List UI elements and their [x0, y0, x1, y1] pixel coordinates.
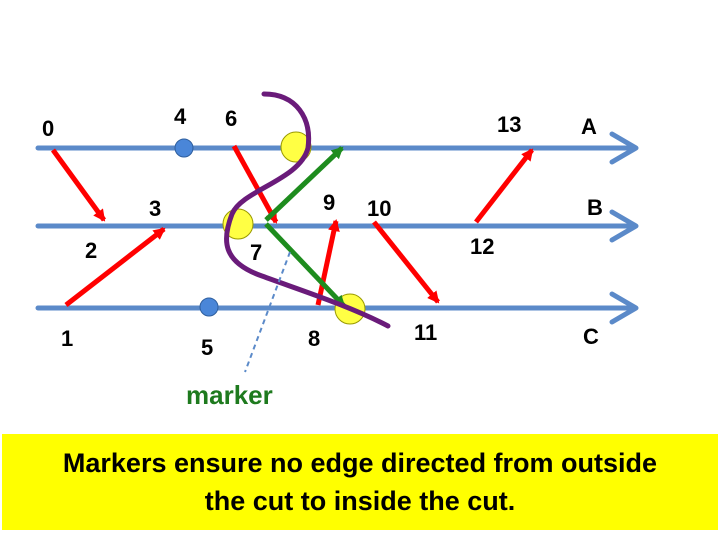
event-label-1: 1: [61, 326, 73, 351]
process-label-b: B: [587, 195, 603, 220]
event-label-8: 8: [308, 326, 320, 351]
event-label-5: 5: [201, 335, 213, 360]
event-label-3: 3: [149, 196, 161, 221]
caption-line-2: the cut to inside the cut.: [204, 486, 516, 516]
event-label-12: 12: [470, 234, 494, 259]
event-label-13: 13: [497, 112, 521, 137]
event-label-4: 4: [174, 104, 187, 129]
message-8-to-9: [315, 219, 340, 306]
marker-pointer: [244, 251, 291, 373]
message-0-to-2: [50, 148, 107, 222]
marker-message-b-to-a: [264, 146, 344, 222]
event-label-6: 6: [225, 106, 237, 131]
caption-box: Markers ensure no edge directed from out…: [2, 434, 718, 530]
event-label-11: 11: [414, 320, 437, 345]
process-line-a-arrowhead: [609, 131, 639, 165]
caption-line-1: Markers ensure no edge directed from out…: [62, 448, 658, 478]
event-label-0: 0: [42, 116, 54, 141]
process-line-b-arrowhead: [609, 209, 639, 243]
process-label-c: C: [583, 324, 599, 349]
event-label-7: 7: [250, 240, 262, 265]
message-10-to-11: [372, 220, 440, 304]
process-label-a: A: [581, 114, 597, 139]
event-label-2: 2: [85, 238, 97, 263]
message-1-to-3: [64, 227, 166, 307]
internal-event-4: [174, 138, 194, 158]
event-label-10: 10: [367, 196, 391, 221]
message-12-to-13: [474, 148, 534, 224]
marker-label: marker: [186, 380, 273, 410]
cut-curve: [224, 91, 391, 329]
internal-event-5: [199, 297, 219, 317]
event-label-9: 9: [323, 190, 335, 215]
marker-message-b-to-c: [264, 222, 346, 308]
message-6-to-7: [231, 144, 279, 224]
process-line-c-arrowhead: [609, 291, 639, 325]
